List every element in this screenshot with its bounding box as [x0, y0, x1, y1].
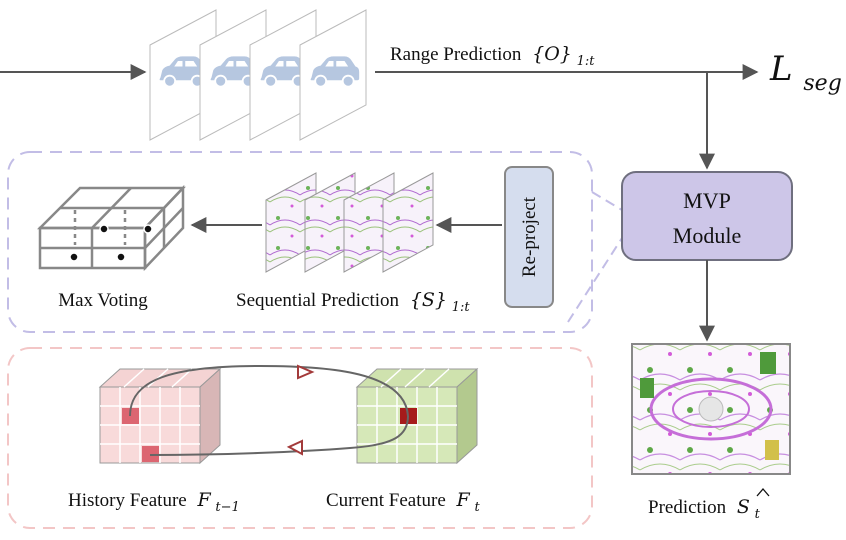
- sequential-frame: [382, 172, 434, 273]
- range-frames: [149, 9, 367, 141]
- attention-path-lower: [149, 415, 409, 456]
- attention-arrow-lower: [286, 439, 303, 456]
- max-voting-label: Max Voting: [58, 290, 148, 311]
- range-frame: [299, 9, 367, 141]
- voxel-grid: [36, 184, 186, 272]
- attention-arrow-upper: [297, 364, 315, 380]
- mvp-module: MVP Module: [621, 171, 793, 261]
- attention-path-upper: [129, 364, 409, 417]
- mvp-label-line2: Module: [673, 223, 741, 248]
- history-feature-label: History Feature F t−1: [68, 489, 240, 515]
- voting-points: [69, 224, 153, 262]
- sequential-frames: [265, 172, 434, 273]
- mvp-label-line1: MVP: [683, 188, 731, 213]
- sequential-prediction-label: Sequential Prediction {S} 1:t: [236, 289, 470, 315]
- current-feature-cube: [355, 367, 479, 465]
- prediction-image: [631, 343, 791, 475]
- segmentation-loss: L seg: [769, 49, 842, 96]
- voting-point: [116, 252, 126, 262]
- history-feature-cube: [98, 367, 222, 465]
- current-feature-label: Current Feature F t: [326, 489, 480, 515]
- voting-region: [7, 151, 593, 333]
- prediction-label: Prediction S t: [648, 496, 761, 522]
- voting-point: [143, 224, 153, 234]
- range-prediction-label: Range Prediction {O} 1:t: [390, 43, 595, 69]
- reproject-block: Re-project: [504, 166, 554, 308]
- zoom-connector-top: [591, 191, 623, 211]
- prediction-hat: [756, 488, 770, 497]
- voting-point: [69, 252, 79, 262]
- zoom-connector-bottom: [567, 237, 623, 323]
- voting-point: [99, 224, 109, 234]
- reproject-label: Re-project: [519, 196, 540, 277]
- feature-region: [7, 347, 593, 529]
